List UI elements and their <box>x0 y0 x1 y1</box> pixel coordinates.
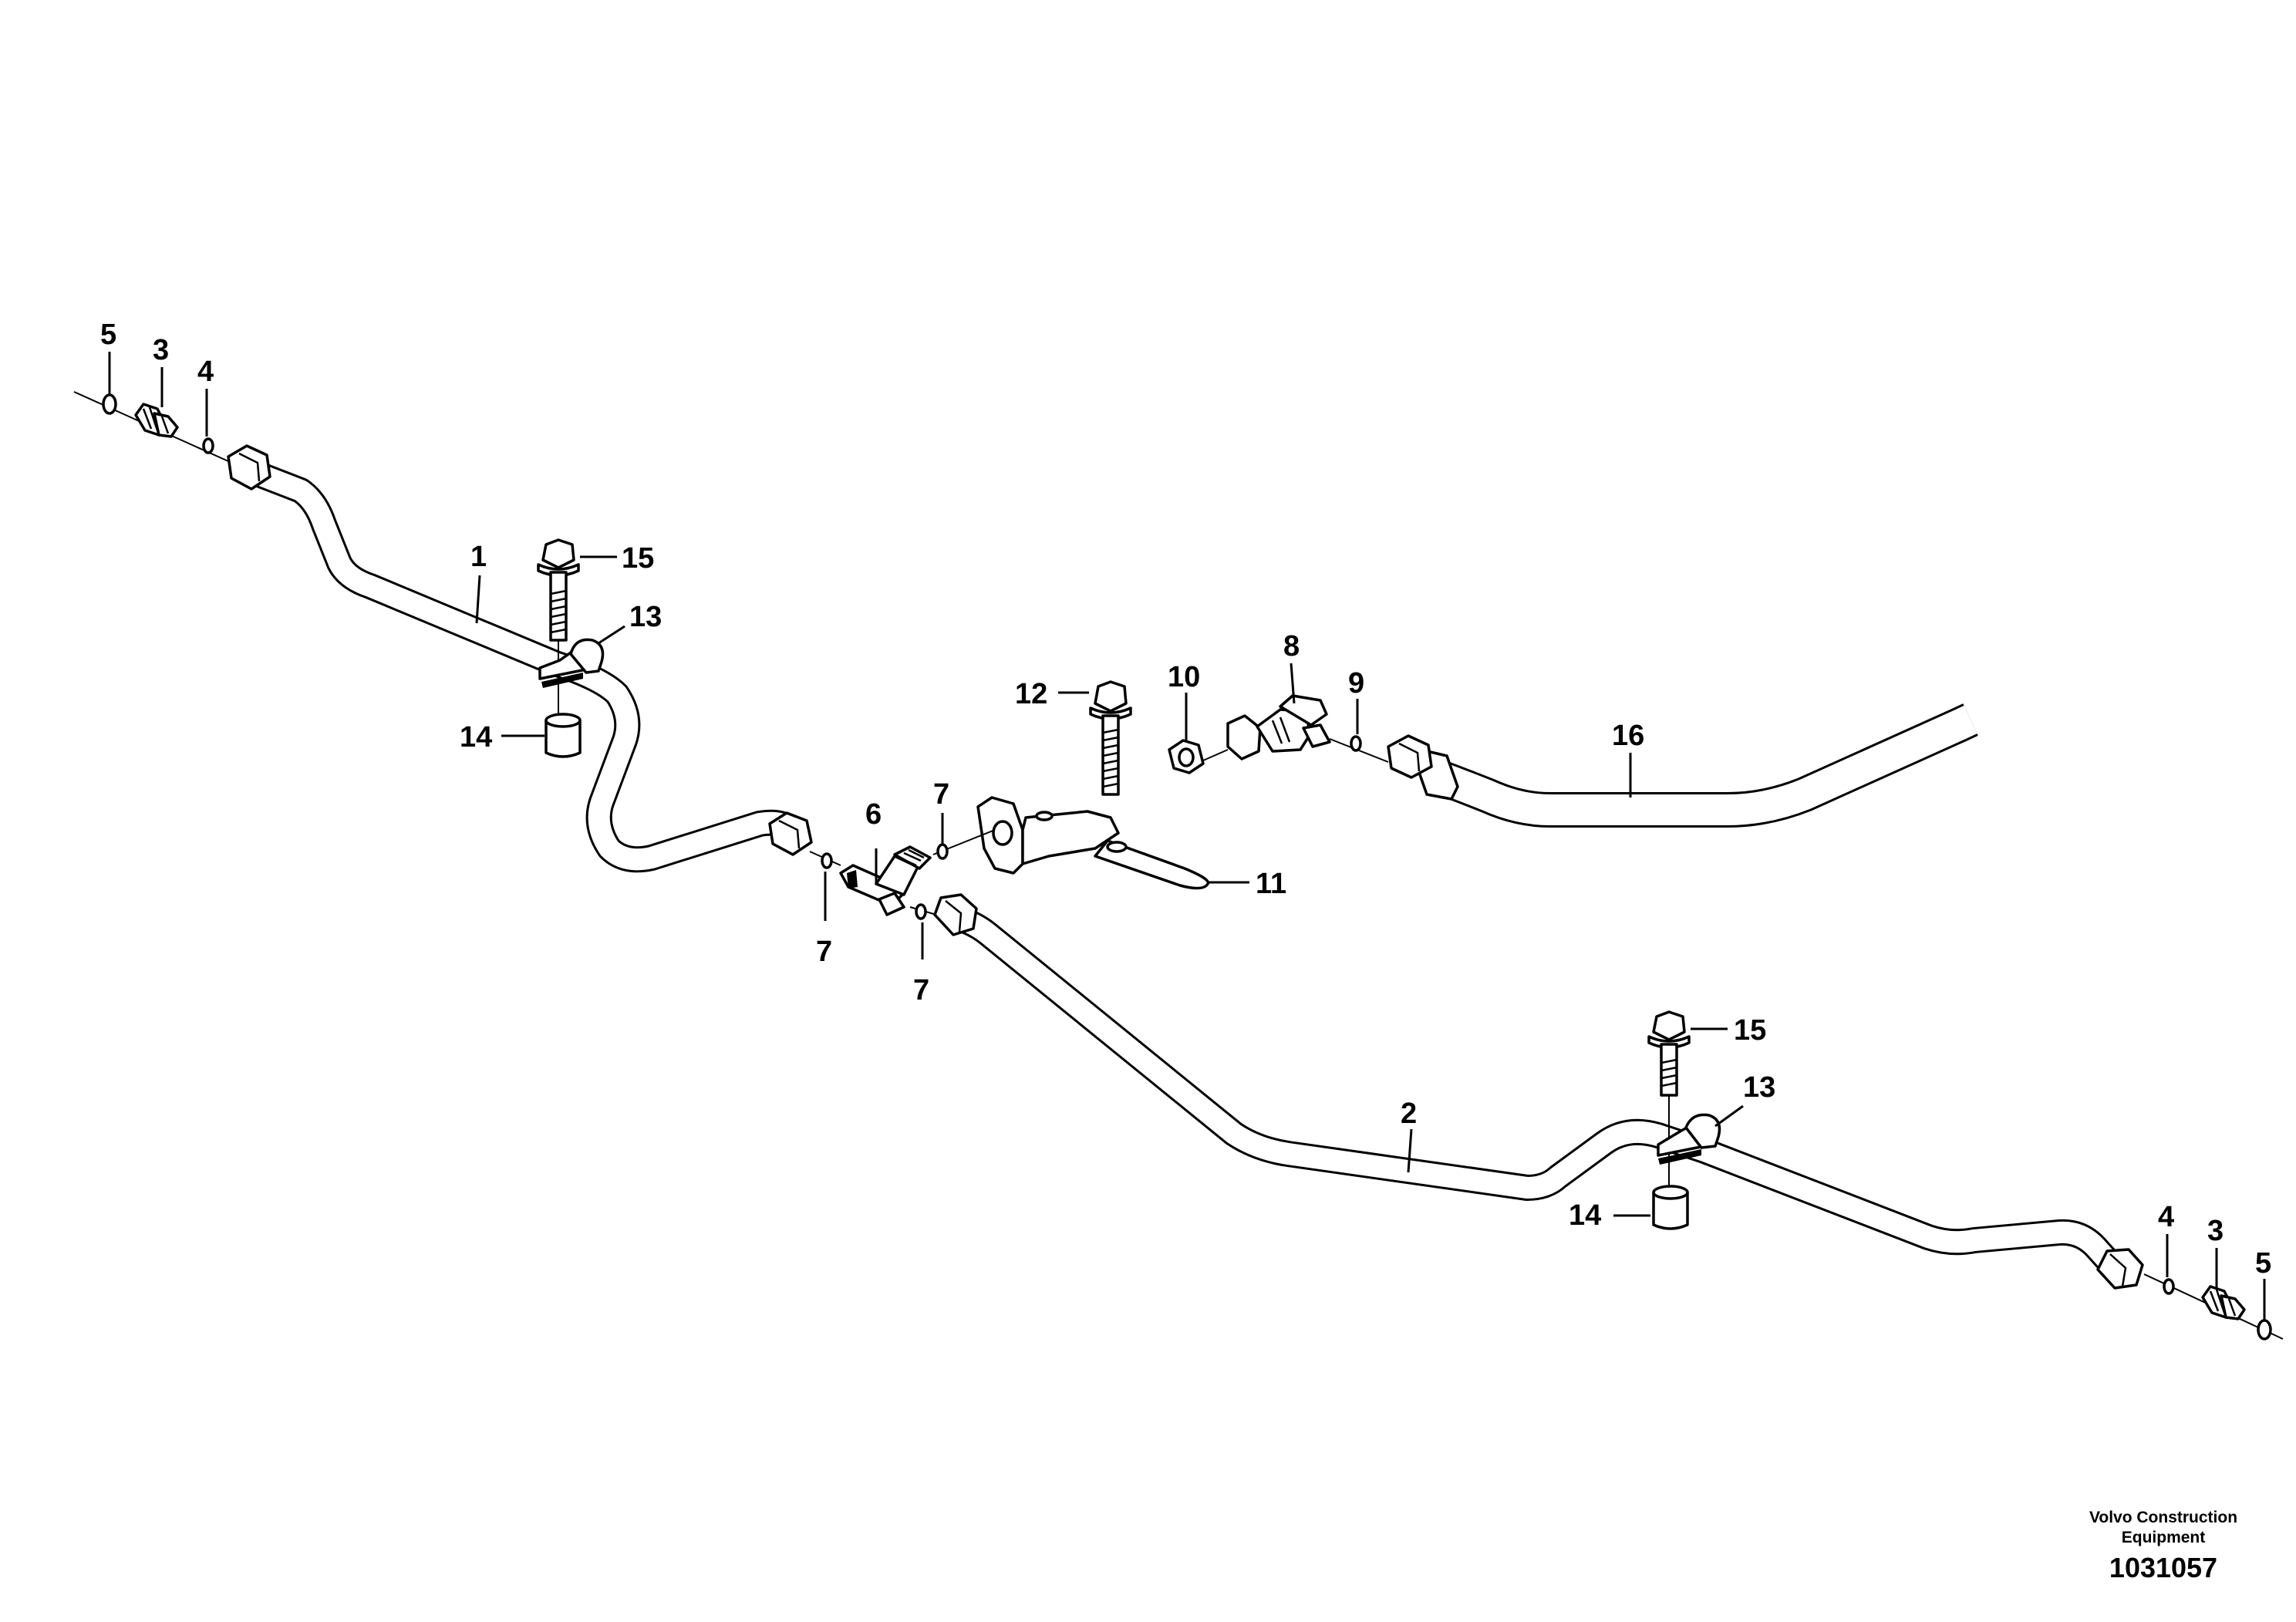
leader-lines <box>108 352 2266 1320</box>
clamp-13-upper <box>538 638 605 688</box>
callout-2: 2 <box>1401 1098 1417 1130</box>
bolt-15-upper <box>537 538 580 717</box>
callout-7-lower-b: 7 <box>913 974 929 1007</box>
bolt-15-lower <box>1647 1010 1691 1188</box>
nut-10 <box>1168 739 1205 774</box>
callout-7-upper: 7 <box>933 778 949 811</box>
callout-12: 12 <box>1015 678 1047 710</box>
callout-13-lower: 13 <box>1743 1071 1775 1104</box>
callout-5-right: 5 <box>2255 1247 2271 1280</box>
o-ring-7-c <box>915 903 927 920</box>
callout-13-upper: 13 <box>629 601 662 633</box>
bolt-12 <box>1089 680 1132 796</box>
callout-10: 10 <box>1168 661 1200 693</box>
callout-3-right: 3 <box>2207 1215 2224 1247</box>
brand-name-line1: Volvo Construction <box>2089 1509 2238 1526</box>
callout-14-lower: 14 <box>1569 1199 1601 1232</box>
o-ring-4-left <box>202 437 214 454</box>
callout-14-upper: 14 <box>460 721 492 754</box>
fitting-8-elbow <box>1226 694 1331 760</box>
o-ring-9 <box>1350 735 1362 752</box>
callout-labels: 5 3 4 1 15 13 14 6 7 7 7 12 10 8 9 11 16… <box>100 319 2271 1280</box>
callout-16: 16 <box>1612 720 1644 752</box>
callout-7-lower-a: 7 <box>816 936 832 968</box>
callout-3-left: 3 <box>153 334 169 366</box>
o-ring-7-a <box>821 852 833 869</box>
tube-1-left-nut <box>227 444 271 491</box>
clamp-13-lower <box>1657 1113 1721 1165</box>
callout-15-upper: 15 <box>622 542 654 575</box>
spacer-14-upper <box>544 713 582 758</box>
callout-4-left: 4 <box>197 356 214 388</box>
tube-1 <box>248 460 795 873</box>
o-ring-7-b <box>936 843 949 860</box>
callout-5-left: 5 <box>100 319 116 351</box>
union-3-left <box>134 403 179 438</box>
callout-1: 1 <box>470 541 487 573</box>
callout-6: 6 <box>865 798 882 831</box>
o-ring-4-right <box>2163 1278 2175 1295</box>
union-3-right <box>2201 1285 2246 1320</box>
brand-name-line2: Equipment <box>2121 1529 2206 1546</box>
tube-2-left-nut <box>933 893 978 936</box>
bracket-11 <box>976 796 1210 890</box>
callout-8: 8 <box>1283 630 1300 663</box>
tube-2-right-nut <box>2096 1248 2144 1290</box>
drawing-number: 1031057 <box>2109 1552 2218 1583</box>
washer-5-right <box>2257 1319 2272 1340</box>
washer-5-left <box>102 393 117 415</box>
tube-1-right-nut <box>768 811 813 856</box>
spacer-14-lower <box>1652 1185 1689 1230</box>
callout-4-right: 4 <box>2158 1201 2174 1233</box>
callout-11: 11 <box>1256 868 1286 900</box>
callout-15-lower: 15 <box>1734 1014 1766 1047</box>
hose-16 <box>1387 703 1978 828</box>
callout-9: 9 <box>1348 667 1364 700</box>
tube-2 <box>952 905 2122 1274</box>
fitting-6-tee <box>839 845 932 916</box>
